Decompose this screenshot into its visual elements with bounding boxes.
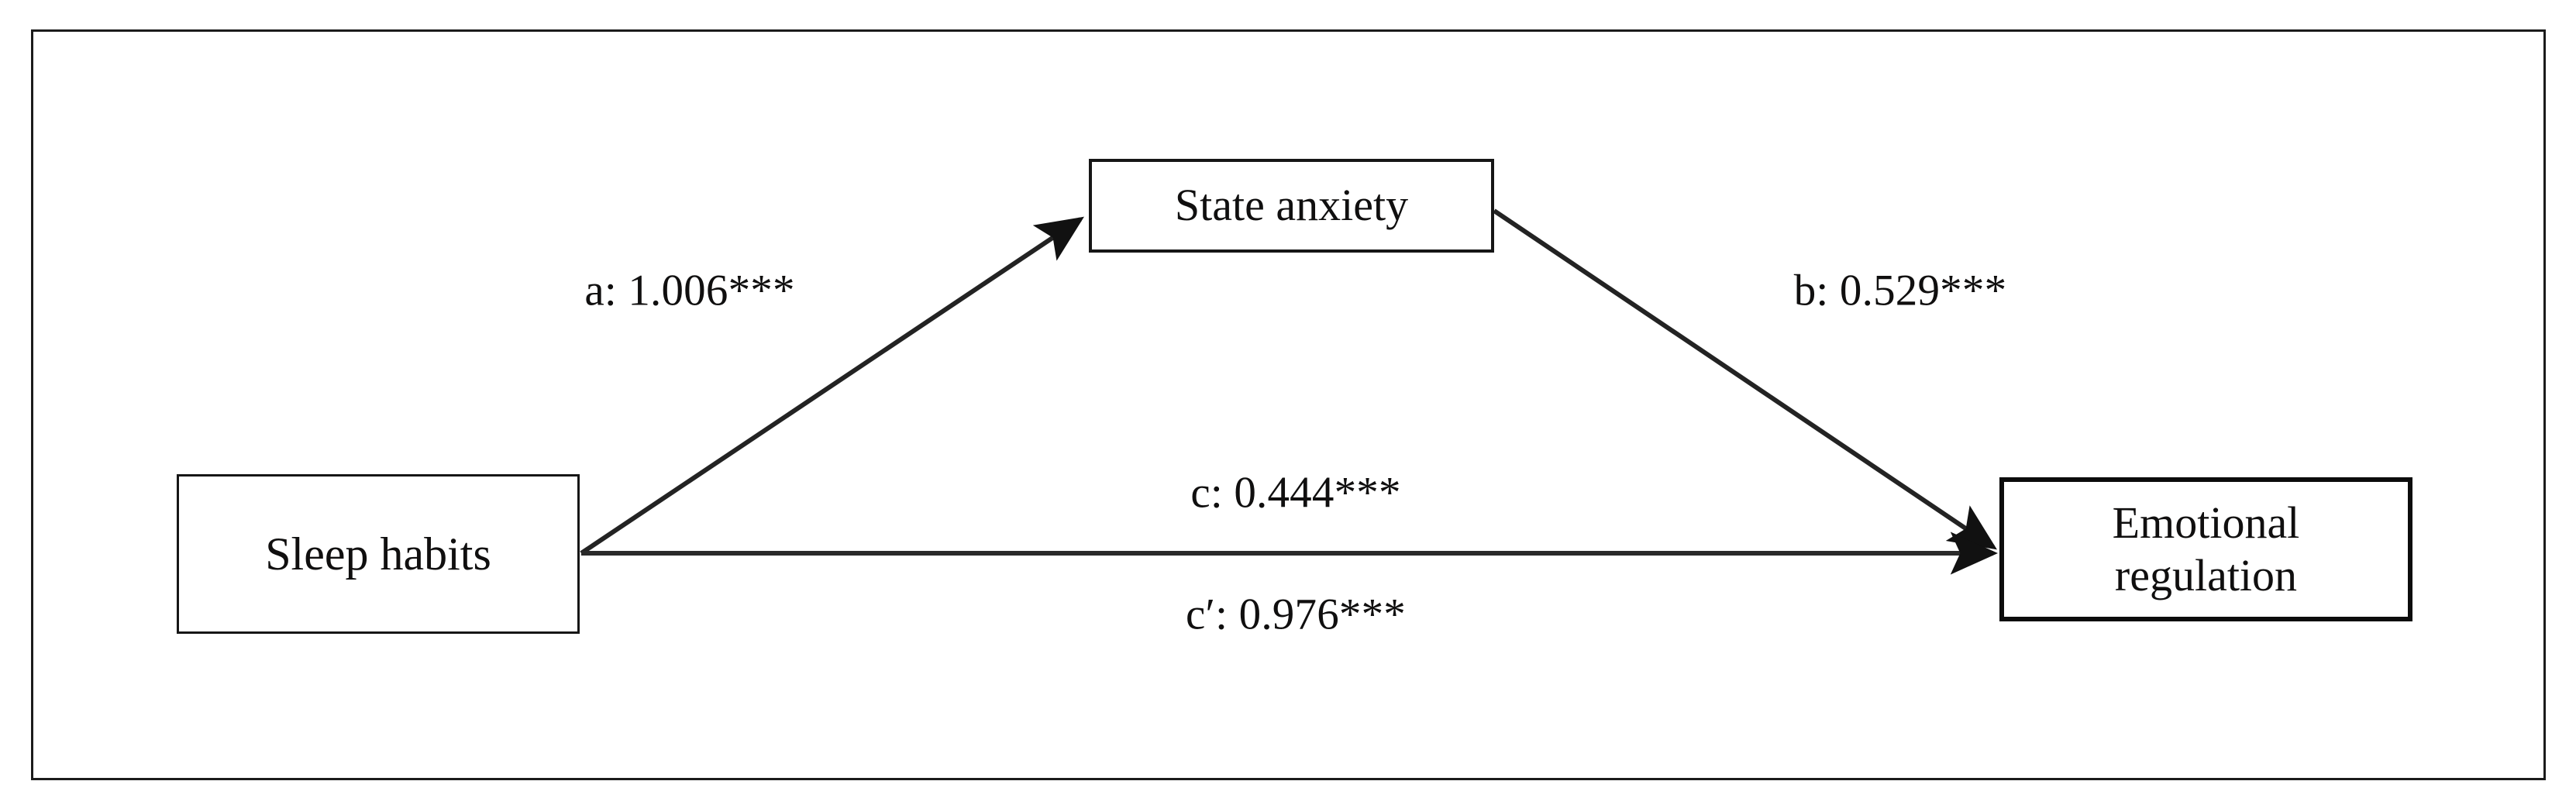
node-emotional-regulation-line1: Emotional	[2112, 497, 2300, 548]
path-b-label: b: 0.529***	[1793, 266, 2007, 315]
node-state-anxiety-label: State anxiety	[1174, 180, 1409, 231]
path-a-label: a: 1.006***	[584, 266, 795, 315]
node-emotional-regulation-line2: regulation	[2114, 550, 2298, 600]
path-a-arrow	[580, 216, 1084, 556]
node-state-anxiety: State anxiety	[1089, 159, 1494, 253]
path-c-label: c: 0.444***	[1190, 468, 1401, 518]
path-c-prime-label: c′: 0.976***	[1185, 590, 1407, 639]
path-b-arrow	[1493, 208, 1997, 550]
node-sleep-habits: Sleep habits	[177, 474, 580, 634]
node-sleep-habits-label: Sleep habits	[265, 528, 491, 580]
node-emotional-regulation: Emotional regulation	[1999, 477, 2412, 621]
node-emotional-regulation-label: Emotional regulation	[2113, 497, 2300, 603]
figure-border-frame	[31, 29, 2546, 780]
